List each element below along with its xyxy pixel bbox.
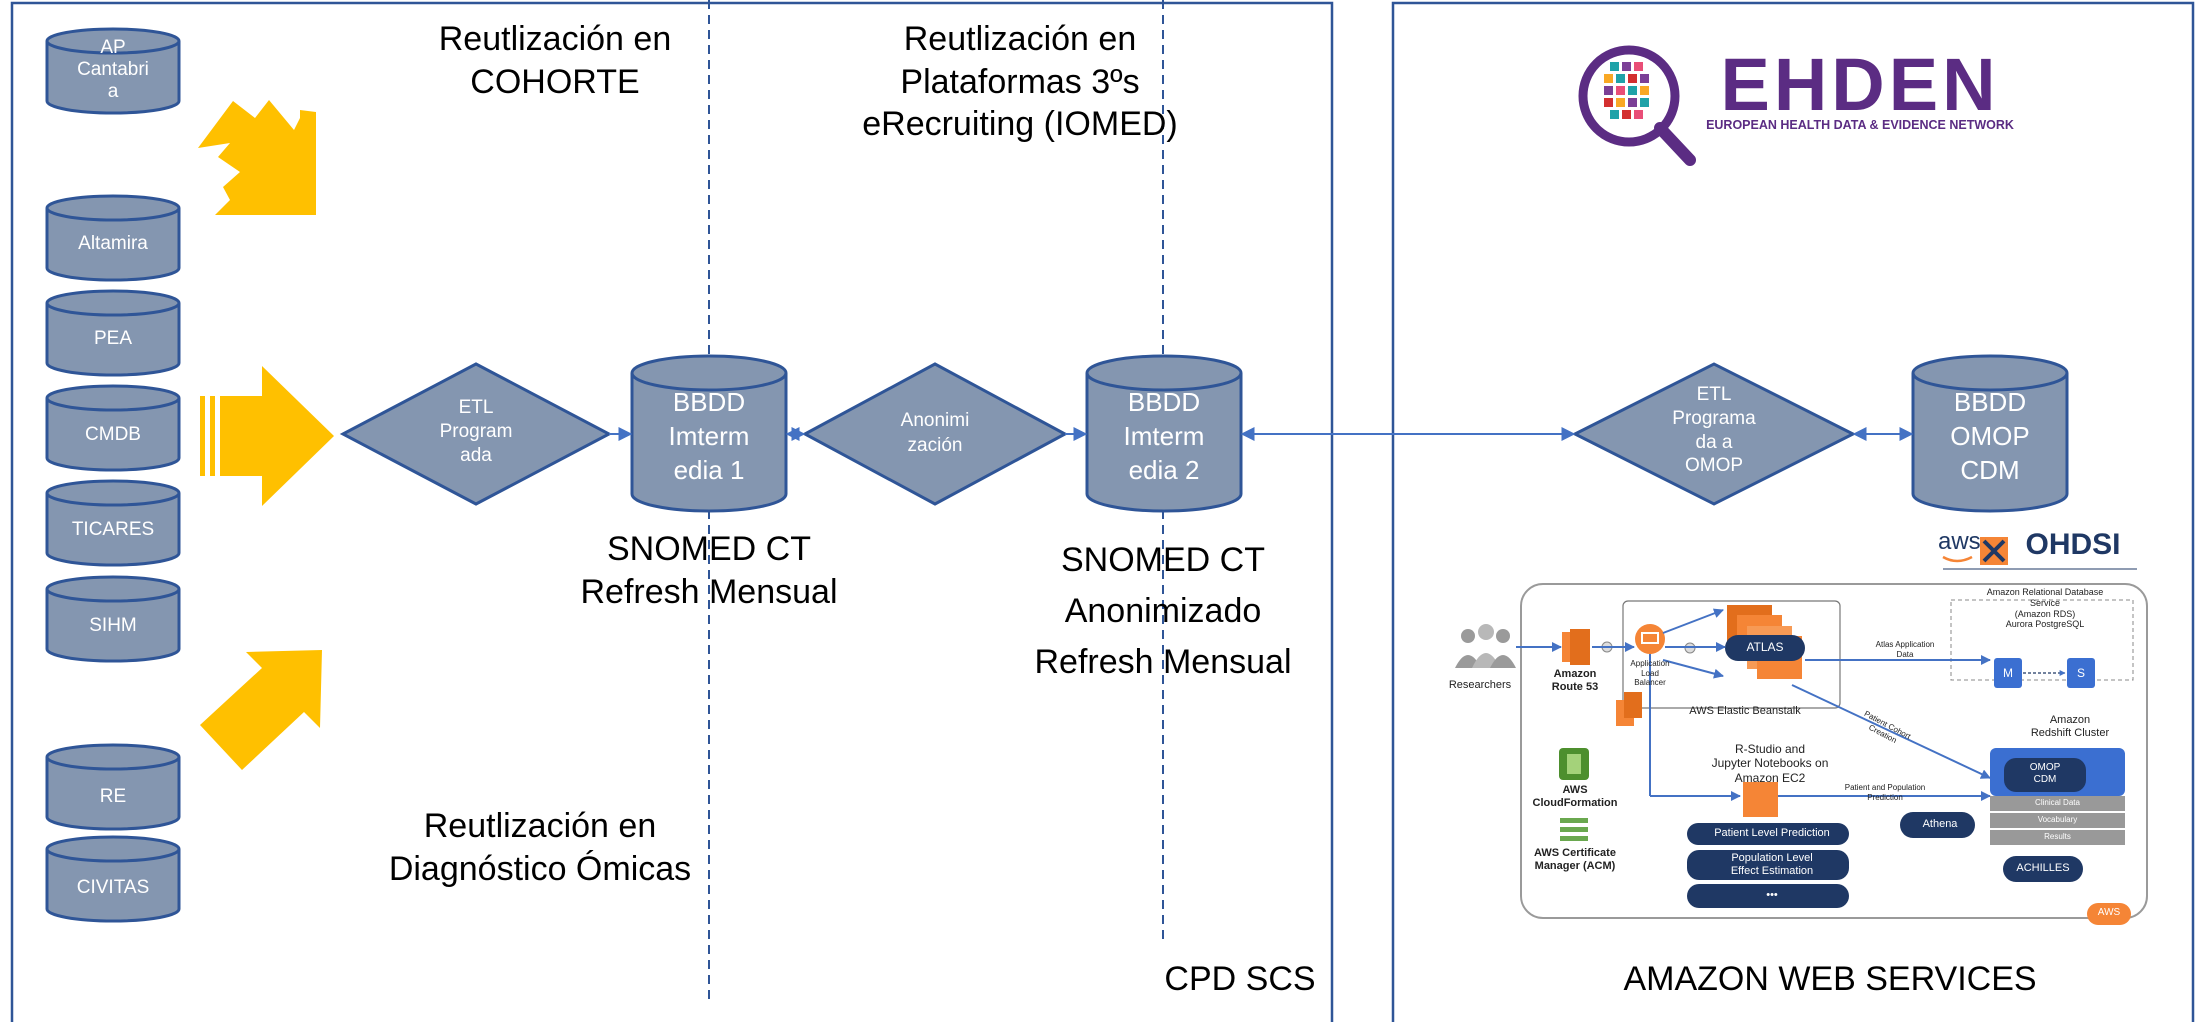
region-label-cpd-scs: CPD SCS [1164,960,1316,998]
researchers-label: Researchers [1448,679,1512,691]
athena-pill [1900,812,1975,838]
vocabulary-label: Vocabulary [2037,815,2078,824]
researchers-icon [1455,624,1516,668]
caption-snomed-2: SNOMED CT Anonimizado Refresh Mensual [1034,541,1292,681]
source-database-ap-cantabria [45,27,181,115]
plp-pill [1687,823,1849,845]
ehden-logo [1578,45,1696,166]
source-database-ticares [45,479,181,567]
aws-logo-text: aws [1938,528,1981,555]
source-label-civitas: CIVITAS [76,877,150,898]
achilles-label: ACHILLES [2016,862,2070,874]
source-database-cmdb [45,384,181,472]
patient-pop-label: Patient and Population Prediction [1844,783,1926,802]
cloudformation-label: AWS CloudFormation [1532,784,1618,810]
yellow-arrow-top [198,100,316,215]
more-pill [1687,884,1849,908]
atlas-label: ATLAS [1746,640,1784,654]
bbdd-intermedia-1 [630,354,788,513]
etl1-label: ETL Program ada [439,397,513,466]
etl2-label: ETL Programa da a OMOP [1672,384,1756,477]
cpd-scs-region [10,1,1334,1022]
source-label-re: RE [99,786,127,807]
source-database-sihm [45,575,181,663]
ec2-icon [1743,782,1778,817]
alb-label: Application Load Balancer [1630,659,1670,688]
source-database-civitas [45,835,181,923]
yellow-arrow-middle [200,366,334,506]
redshift-cluster [1990,748,2125,882]
bbdd-omop-label: BBDD OMOP CDM [1950,387,2030,485]
source-label-ap-cantabria: AP Cantabri a [77,37,149,102]
more-label: ••• [1766,889,1778,901]
aws-region [1391,1,2195,1022]
source-label-cmdb: CMDB [85,424,141,445]
rstudio-label: R-Studio and Jupyter Notebooks on Amazon… [1711,742,1829,785]
rds-label: Amazon Relational Database Service (Amaz… [1986,587,2104,630]
beanstalk-label: AWS Elastic Beanstalk [1689,705,1801,717]
redshift-label: Amazon Redshift Cluster [2030,714,2110,740]
source-label-pea: PEA [93,328,133,349]
route53-icon [1562,629,1590,665]
acm-label: AWS Certificate Manager (ACM) [1534,847,1616,873]
anonimizacion-label: Anonimi zación [900,410,970,456]
ple-pill [1687,850,1849,880]
source-label-sihm: SIHM [89,615,137,636]
bbdd1-label: BBDD Imterm edia 1 [668,387,750,485]
results-label: Results [2044,832,2071,841]
rds-aurora-icon [1994,658,2095,688]
route53-label: Amazon Route 53 [1551,668,1599,694]
aws-architecture-panel [1455,583,2148,925]
ohdsi-logo-text: OHDSI [2025,528,2121,561]
cloudformation-icon [1559,748,1589,780]
bbdd-intermedia-2 [1085,354,1243,513]
yellow-arrow-bottom [200,650,322,770]
heading-plataformas: Reutlización en Plataformas 3ºs eRecruit… [862,20,1178,143]
source-database-re [45,743,181,831]
atlas-app-data-label: Atlas Application Data [1875,640,1935,659]
caption-snomed-1: SNOMED CT Refresh Mensual [580,530,838,611]
heading-cohorte: Reutlización en COHORTE [438,20,672,101]
athena-label: Athena [1922,818,1958,830]
bbdd2-label: BBDD Imterm edia 2 [1123,387,1205,485]
omop-cdm-label: OMOP CDM [2029,762,2061,785]
load-balancer-icon [1635,624,1665,654]
source-label-altamira: Altamira [78,233,148,254]
ple-label: Population Level Effect Estimation [1730,852,1814,878]
source-label-ticares: TICARES [71,519,155,540]
plp-label: Patient Level Prediction [1714,827,1830,839]
ehden-wordmark: EHDEN [1720,43,2000,126]
acm-icon [1560,818,1588,841]
beanstalk-small-icon [1616,692,1642,726]
heading-omicas: Reutlización en Diagnóstico Ómicas [388,807,692,888]
aws-cloud-badge [2087,903,2131,925]
atlas-box [1725,635,1805,661]
source-database-altamira [45,194,181,282]
rds-s-label: S [2076,666,2085,680]
source-database-pea [45,289,181,377]
ehden-subtitle: EUROPEAN HEALTH DATA & EVIDENCE NETWORK [1706,118,2014,132]
bbdd-omop-cdm [1911,354,2069,513]
aws-badge-label: AWS [2097,907,2121,918]
rds-m-label: M [2003,666,2013,680]
aws-ohdsi-logo [1942,537,2137,570]
region-label-aws: AMAZON WEB SERVICES [1623,960,2037,998]
clinical-data-label: Clinical Data [2035,798,2080,807]
